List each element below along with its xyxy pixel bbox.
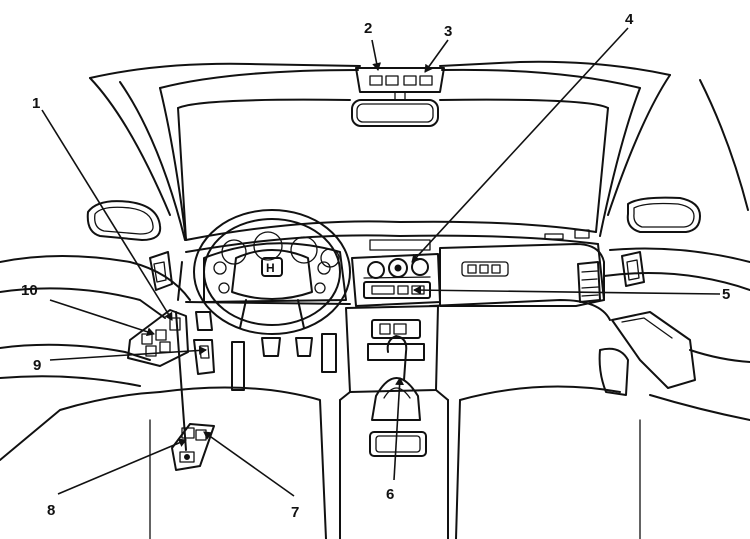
callout-9: 9 [33, 357, 41, 374]
lower-dash-left [175, 301, 351, 451]
callout-7: 7 [291, 504, 299, 521]
roof-headliner [89, 60, 671, 89]
callout-6: 6 [386, 486, 394, 503]
instrument-cluster [203, 231, 347, 303]
center-console [339, 305, 449, 539]
svg-text:H: H [266, 261, 275, 275]
seat-adjust-switch [171, 423, 215, 471]
right-door [598, 74, 750, 421]
glovebox-area [429, 243, 611, 321]
callout-5: 5 [722, 286, 730, 303]
callout-1: 1 [32, 95, 40, 112]
callout-2: 2 [364, 20, 372, 37]
callout-labels: 1 2 3 4 5 6 7 8 9 10 [21, 11, 730, 521]
callout-3: 3 [444, 23, 452, 40]
windshield [177, 98, 609, 241]
callout-8: 8 [47, 502, 55, 519]
seats [149, 385, 641, 539]
callout-4: 4 [625, 11, 634, 28]
rear-view-mirror [351, 99, 439, 127]
center-stack [351, 253, 441, 307]
callout-leaders [41, 27, 721, 497]
callout-10: 10 [21, 282, 38, 299]
steering-wheel: H [193, 209, 351, 335]
overhead-console [355, 67, 445, 101]
left-door [0, 77, 191, 461]
